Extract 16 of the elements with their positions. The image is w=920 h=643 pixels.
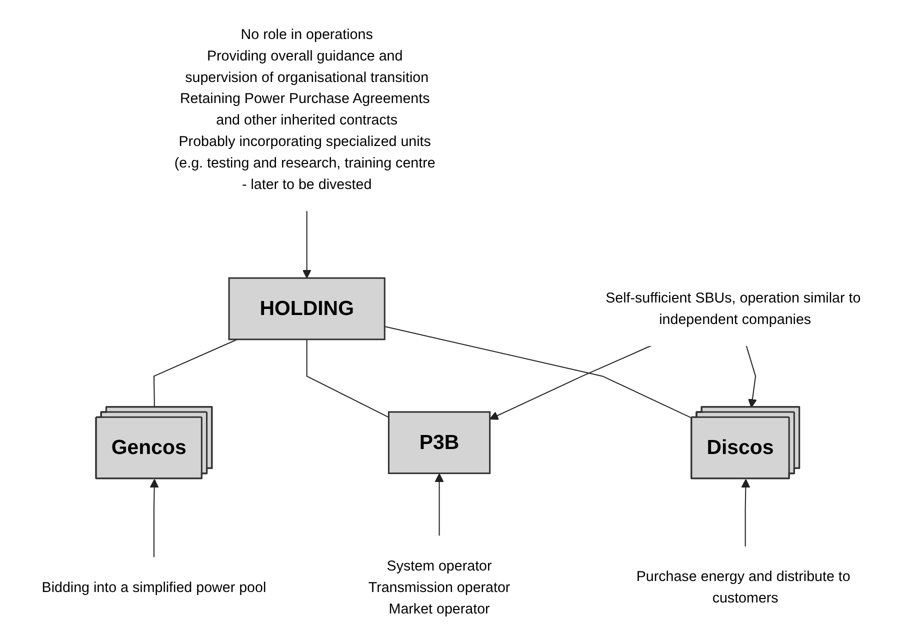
connector <box>306 339 389 418</box>
arrow <box>150 478 159 558</box>
connector <box>384 326 692 418</box>
node-text: Self-sufficient SBUs, operation similar to independent companies <box>606 289 861 328</box>
node-text: Purchase energy and distribute to customers <box>636 568 850 606</box>
arrow <box>302 210 312 278</box>
node-text: System operator Transmission operator Market operator <box>368 557 510 616</box>
arrow <box>489 345 652 420</box>
node-box: HOLDING <box>228 277 386 340</box>
node-box: P3B <box>388 411 491 474</box>
arrow <box>746 345 757 408</box>
node-text: Bidding into a simplified power pool <box>42 578 266 595</box>
connector <box>153 338 238 408</box>
arrow <box>741 478 750 546</box>
node-text: No role in operations Providing overall guidance and supervision of organisational transition Retaining Power Purchase Agreements and other inherited contracts Probably incorporating specialized units (e.g. testing and research, training centre - later to be divested <box>174 26 436 192</box>
arrow <box>434 473 444 536</box>
